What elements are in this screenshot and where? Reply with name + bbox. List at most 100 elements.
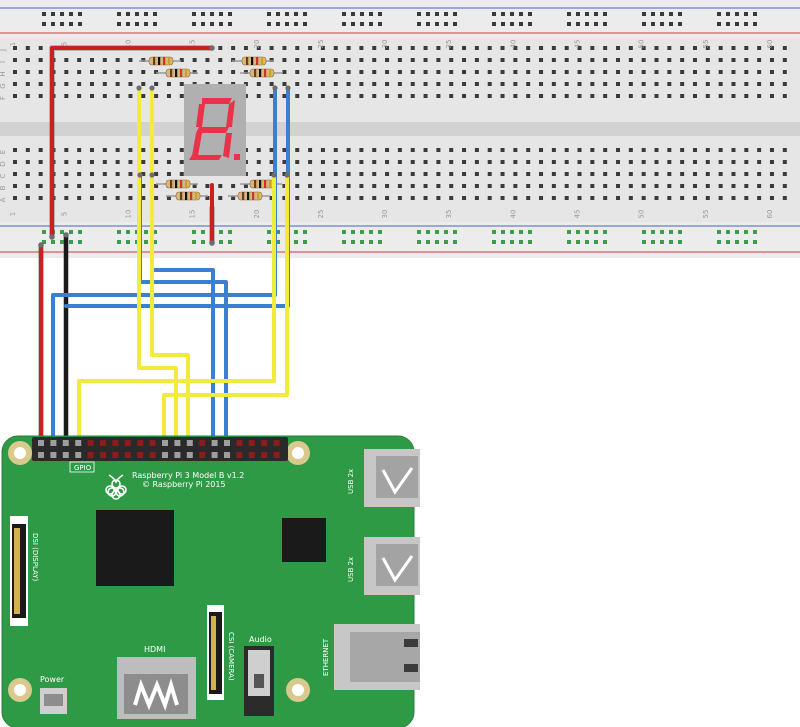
gpio-pin xyxy=(75,440,82,446)
gpio-header xyxy=(32,437,288,461)
breadboard-hole xyxy=(590,148,595,152)
breadboard-hole xyxy=(757,148,762,152)
breadboard-hole xyxy=(102,58,107,62)
ethernet-label: ETHERNET xyxy=(322,638,330,676)
breadboard-hole xyxy=(38,160,43,164)
rail-hole xyxy=(726,240,730,244)
breadboard-hole xyxy=(282,46,287,50)
rail-hole xyxy=(135,12,139,16)
breadboard-hole xyxy=(13,46,17,50)
breadboard-hole xyxy=(577,196,582,200)
breadboard-hole xyxy=(551,70,556,74)
rail-hole xyxy=(576,240,580,244)
center-channel xyxy=(0,122,800,136)
breadboard-hole xyxy=(397,196,402,200)
breadboard-hole xyxy=(282,184,287,188)
breadboard-hole xyxy=(474,94,479,98)
breadboard-hole xyxy=(64,94,69,98)
breadboard-hole xyxy=(436,94,441,98)
gpio-pin xyxy=(224,452,230,458)
segment-b xyxy=(226,100,235,127)
breadboard-hole xyxy=(346,58,351,62)
breadboard-hole xyxy=(551,160,556,164)
breadboard-hole xyxy=(333,184,338,188)
breadboard-hole xyxy=(372,94,377,98)
breadboard-hole xyxy=(154,94,159,98)
breadboard-hole xyxy=(603,46,608,50)
breadboard-hole xyxy=(423,82,428,86)
lan-chip xyxy=(282,518,326,562)
breadboard-hole xyxy=(718,82,723,86)
breadboard-hole xyxy=(705,184,710,188)
rail-hole xyxy=(144,12,148,16)
breadboard-hole xyxy=(667,70,672,74)
rail-hole xyxy=(651,12,655,16)
breadboard-hole xyxy=(667,172,672,176)
rail-hole xyxy=(192,22,196,26)
breadboard-hole xyxy=(320,70,325,74)
row-letter: C xyxy=(0,173,7,178)
breadboard-hole xyxy=(333,58,338,62)
row-letter: B xyxy=(0,185,7,190)
segment-c xyxy=(223,133,232,158)
gpio-pin xyxy=(149,440,156,446)
breadboard-hole xyxy=(462,184,467,188)
breadboard-hole xyxy=(577,160,582,164)
breadboard-hole xyxy=(231,46,236,50)
rail-hole xyxy=(360,12,364,16)
rail-hole xyxy=(594,240,598,244)
breadboard-hole xyxy=(38,172,43,176)
breadboard-hole xyxy=(38,82,43,86)
breadboard-hole xyxy=(410,82,415,86)
breadboard-hole xyxy=(179,94,184,98)
breadboard-hole xyxy=(102,82,107,86)
breadboard-hole xyxy=(179,58,184,62)
breadboard-hole xyxy=(539,46,544,50)
breadboard-hole xyxy=(500,82,505,86)
breadboard-hole xyxy=(25,196,30,200)
breadboard-hole xyxy=(256,160,261,164)
breadboard-hole xyxy=(769,184,774,188)
breadboard-hole xyxy=(500,58,505,62)
breadboard-hole xyxy=(397,58,402,62)
breadboard-hole xyxy=(449,70,454,74)
wire-end xyxy=(271,172,277,178)
breadboard-hole xyxy=(667,94,672,98)
breadboard-hole xyxy=(462,58,467,62)
breadboard-hole xyxy=(462,46,467,50)
column-number: 10 xyxy=(124,40,132,49)
rail-hole xyxy=(276,12,280,16)
rail-hole xyxy=(501,22,505,26)
breadboard-hole xyxy=(449,46,454,50)
breadboard-hole xyxy=(436,46,441,50)
breadboard-hole xyxy=(346,196,351,200)
segment-dp xyxy=(234,154,240,160)
breadboard-hole xyxy=(449,94,454,98)
breadboard-hole xyxy=(539,172,544,176)
breadboard-hole xyxy=(423,46,428,50)
breadboard-hole xyxy=(154,70,159,74)
breadboard-hole xyxy=(718,58,723,62)
breadboard-hole xyxy=(757,58,762,62)
breadboard-hole xyxy=(654,172,659,176)
rail-hole xyxy=(678,240,682,244)
breadboard-hole xyxy=(308,58,313,62)
breadboard-hole xyxy=(64,82,69,86)
breadboard-hole xyxy=(218,70,223,74)
breadboard-hole xyxy=(744,94,749,98)
breadboard-hole xyxy=(757,46,762,50)
rail-hole xyxy=(351,240,355,244)
breadboard-hole xyxy=(89,172,94,176)
breadboard-hole xyxy=(718,196,723,200)
breadboard-hole xyxy=(397,46,402,50)
rail-hole xyxy=(726,12,730,16)
breadboard-hole xyxy=(782,82,787,86)
breadboard-hole xyxy=(641,196,646,200)
gpio-pin xyxy=(112,452,119,458)
breadboard-hole xyxy=(333,82,338,86)
breadboard-hole xyxy=(128,58,133,62)
column-number: 60 xyxy=(766,40,774,49)
breadboard-hole xyxy=(13,160,17,164)
breadboard-hole xyxy=(436,172,441,176)
breadboard-hole xyxy=(320,46,325,50)
